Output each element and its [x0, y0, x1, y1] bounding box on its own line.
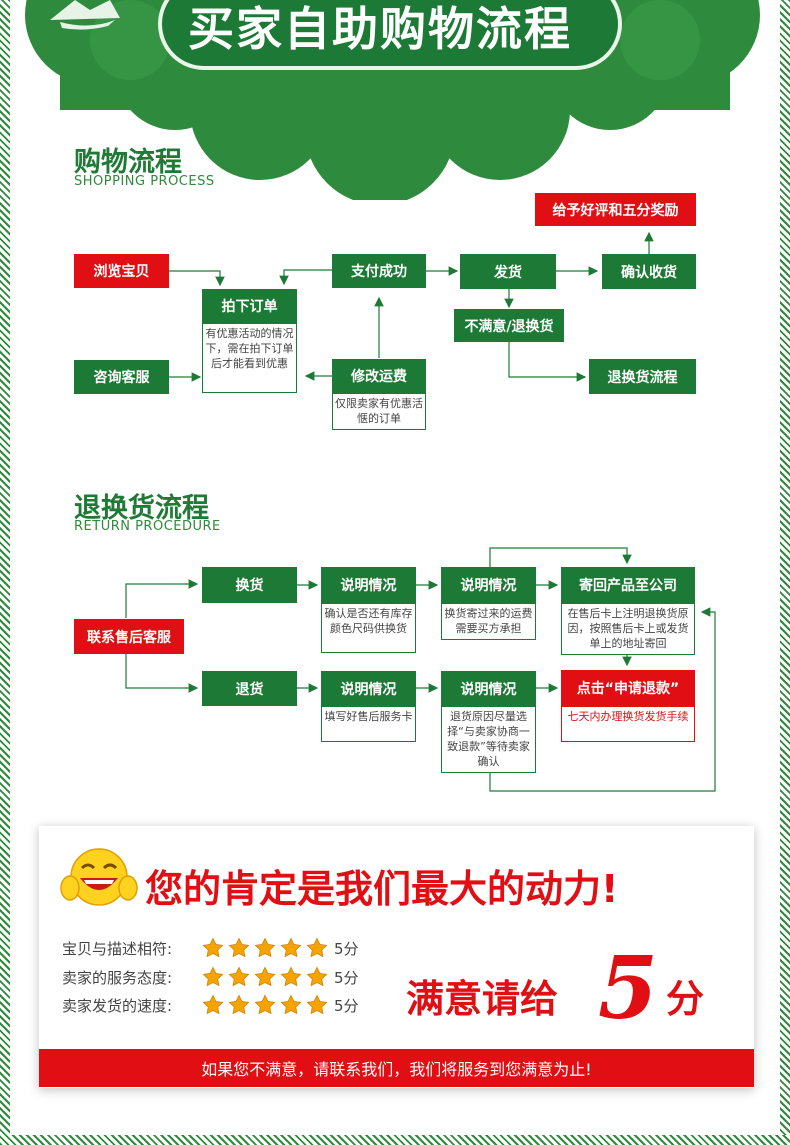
star-icon: [306, 966, 328, 987]
pay-success-box: 支付成功: [332, 254, 426, 288]
explain-note-3: 填写好售后服务卡: [321, 706, 416, 742]
rating-score: 5分: [334, 939, 359, 958]
star-icon: [202, 966, 224, 987]
browse-items-box: 浏览宝贝: [74, 254, 169, 288]
star-icon: [280, 937, 302, 958]
rating-label: 宝贝与描述相符:: [62, 939, 173, 958]
star-icon: [306, 994, 328, 1015]
confirm-receipt-box: 确认收货: [602, 254, 696, 289]
explain-box-4: 说明情况: [441, 671, 536, 706]
explain-box-3: 说明情况: [321, 671, 416, 706]
explain-note-2: 换货寄过来的运费需要买方承担: [441, 603, 536, 640]
explain-note-1: 确认是否还有库存颜色尺码供换货: [321, 603, 416, 653]
star-icon: [254, 994, 276, 1015]
send-back-box: 寄回产品至公司: [561, 567, 695, 603]
rating-row-shipping: 卖家发货的速度: 5分: [62, 993, 359, 1017]
star-icon: [202, 937, 224, 958]
star-icon: [280, 994, 302, 1015]
page-title: 买家自助购物流程: [188, 2, 572, 56]
left-border-decoration: [0, 0, 10, 1145]
apply-refund-note: 七天内办理换货发货手续: [561, 706, 695, 742]
explain-box-2: 说明情况: [441, 567, 536, 603]
five-score-text: 5: [598, 938, 658, 1039]
modify-shipping-box: 修改运费: [332, 359, 426, 393]
star-icon: [254, 966, 276, 987]
rating-score: 5分: [334, 968, 359, 987]
star-icon: [228, 966, 250, 987]
consult-service-box: 咨询客服: [74, 360, 169, 394]
header-cloud: [25, 0, 760, 200]
star-icon: [306, 937, 328, 958]
laughing-face-icon: [60, 848, 138, 906]
bottom-border-decoration: [0, 1135, 790, 1145]
explain-box-1: 说明情况: [321, 567, 416, 603]
explain-note-4: 退货原因尽量选择“与卖家协商一致退款”等待卖家确认: [441, 706, 536, 773]
star-icon: [280, 966, 302, 987]
right-border-decoration: [780, 0, 790, 1145]
apply-refund-box: 点击“申请退款”: [561, 670, 695, 706]
slogan-text: 您的肯定是我们最大的动力!: [145, 867, 619, 911]
returns-section-subtitle: RETURN PROCEDURE: [74, 519, 221, 534]
ship-box: 发货: [460, 254, 556, 289]
star-icon: [202, 994, 224, 1015]
star-icon: [254, 937, 276, 958]
rating-stars: [202, 994, 328, 1016]
footer-bar: 如果您不满意，请联系我们，我们将服务到您满意为止!: [39, 1049, 754, 1087]
contact-aftersales-box: 联系售后客服: [74, 619, 184, 654]
review-reward-box: 给予好评和五分奖励: [535, 193, 696, 226]
shopping-section-title: 购物流程: [74, 147, 182, 178]
exchange-box: 换货: [202, 567, 297, 603]
returns-section-title: 退换货流程: [74, 493, 209, 524]
rating-label: 卖家的服务态度:: [62, 968, 173, 987]
rating-stars: [202, 937, 328, 959]
place-order-box: 拍下订单: [202, 289, 297, 323]
refund-box: 退货: [202, 671, 297, 706]
give-text: 满意请给: [406, 977, 559, 1021]
rating-score: 5分: [334, 996, 359, 1015]
star-icon: [228, 937, 250, 958]
rating-stars: [202, 966, 328, 988]
send-back-note: 在售后卡上注明退换货原因，按照售后卡上或发货单上的地址寄回: [561, 603, 695, 655]
footer-text: 如果您不满意，请联系我们，我们将服务到您满意为止!: [201, 1060, 592, 1079]
shopping-section-subtitle: SHOPPING PROCESS: [74, 174, 215, 189]
rating-row-service: 卖家的服务态度: 5分: [62, 965, 359, 989]
rating-label: 卖家发货的速度:: [62, 996, 173, 1015]
rating-row-description: 宝贝与描述相符: 5分: [62, 936, 359, 960]
star-icon: [228, 994, 250, 1015]
place-order-note: 有优惠活动的情况下，需在拍下订单后才能看到优惠: [202, 323, 297, 393]
unsatisfied-box: 不满意/退换货: [454, 309, 564, 342]
rating-card: [39, 826, 754, 1088]
score-unit-text: 分: [666, 977, 705, 1021]
return-process-box: 退换货流程: [589, 359, 696, 394]
modify-shipping-note: 仅限卖家有优惠活惬的订单: [332, 393, 426, 430]
